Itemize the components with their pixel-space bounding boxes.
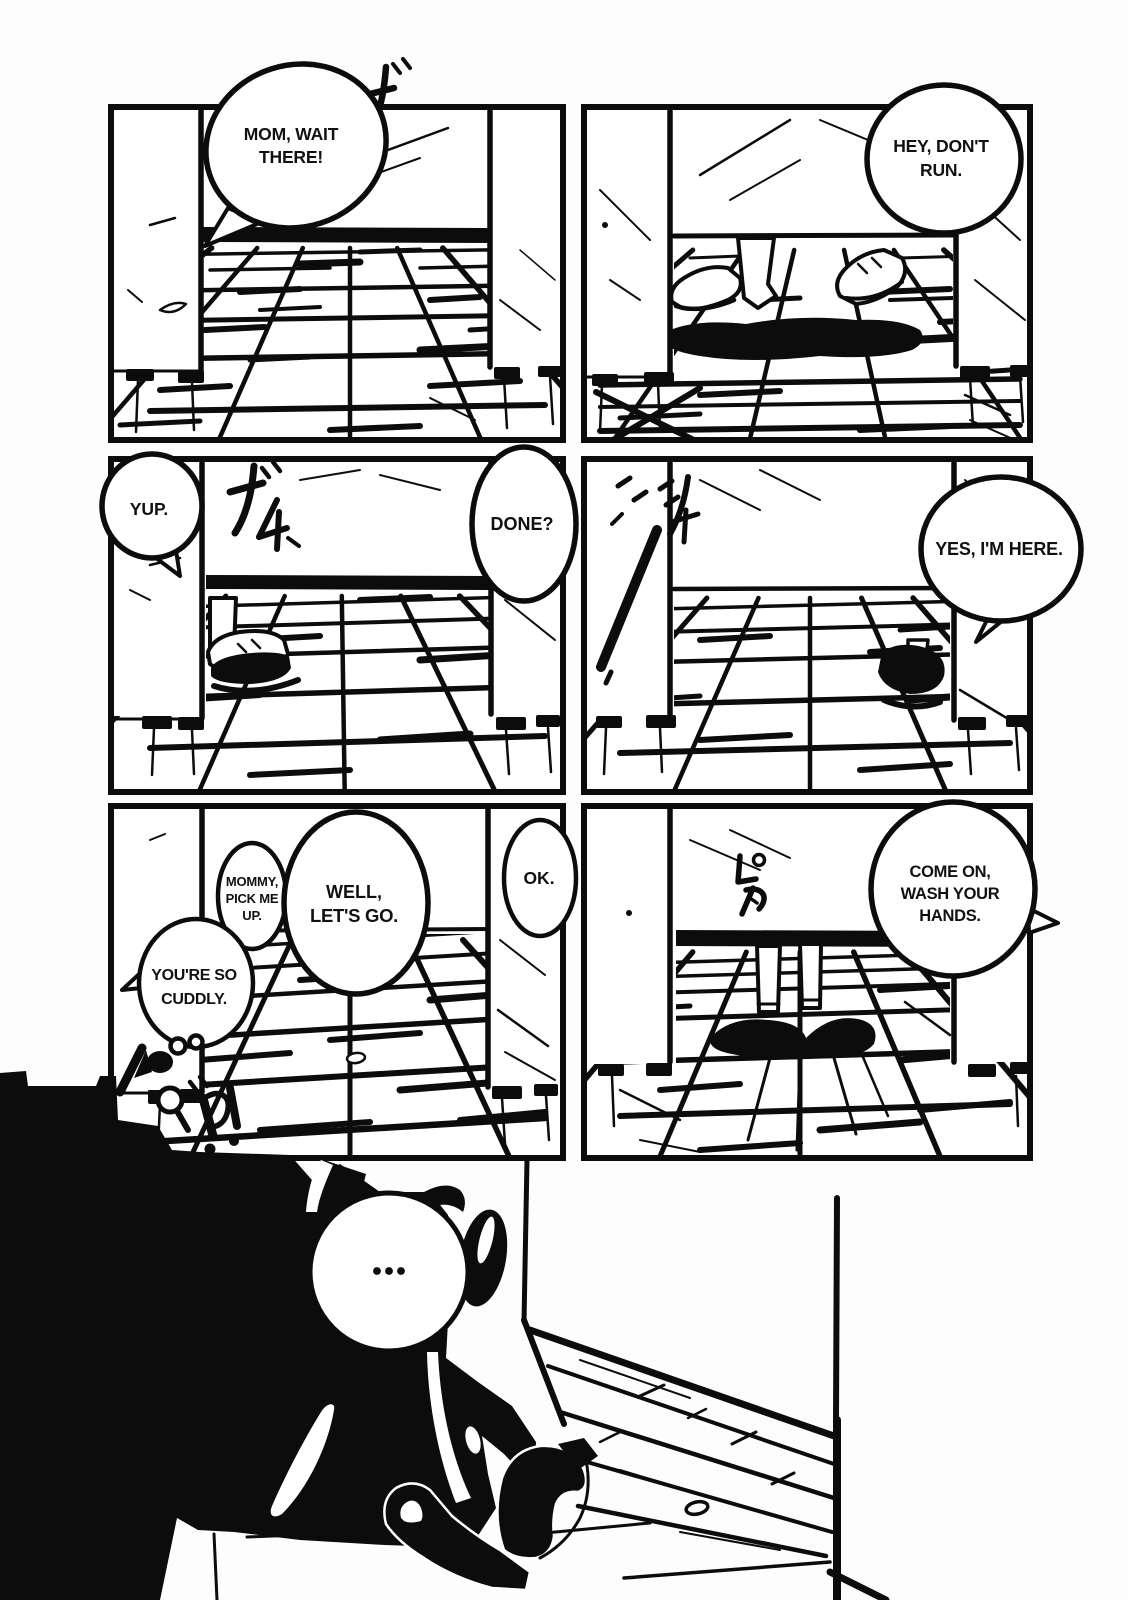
svg-text:LET'S GO.: LET'S GO. (310, 905, 398, 926)
svg-text:YUP.: YUP. (130, 499, 169, 519)
svg-text:CUDDLY.: CUDDLY. (161, 991, 227, 1008)
svg-text:YES, I'M HERE.: YES, I'M HERE. (935, 539, 1063, 559)
svg-text:DONE?: DONE? (491, 514, 554, 534)
svg-text:OK.: OK. (523, 868, 554, 888)
svg-text:UP.: UP. (242, 908, 261, 923)
svg-text:YOU'RE SO: YOU'RE SO (151, 967, 237, 984)
svg-text:RUN.: RUN. (920, 160, 962, 180)
svg-text:HEY, DON'T: HEY, DON'T (893, 136, 989, 156)
svg-text:THERE!: THERE! (259, 147, 323, 167)
svg-text:WASH YOUR: WASH YOUR (901, 885, 1000, 903)
svg-text:PICK ME: PICK ME (226, 891, 279, 906)
svg-text:WELL,: WELL, (326, 882, 382, 902)
svg-text:COME ON,: COME ON, (909, 863, 990, 881)
svg-text:MOM, WAIT: MOM, WAIT (244, 124, 339, 144)
svg-text:MOMMY,: MOMMY, (226, 874, 278, 889)
svg-text:HANDS.: HANDS. (919, 907, 980, 925)
